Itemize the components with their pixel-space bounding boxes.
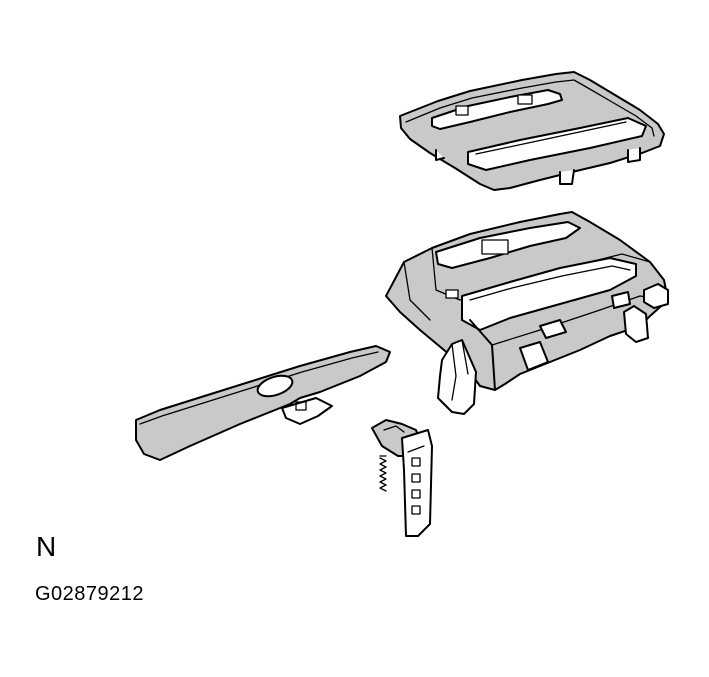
front-cover-panel: [135, 345, 391, 461]
console-top-bezel: [399, 71, 665, 191]
figure-code-label: G02879212: [35, 583, 145, 605]
spring: [379, 455, 387, 492]
view-letter-label: N: [36, 531, 57, 562]
shift-lock-bracket: [371, 419, 433, 537]
console-body: [385, 211, 669, 415]
